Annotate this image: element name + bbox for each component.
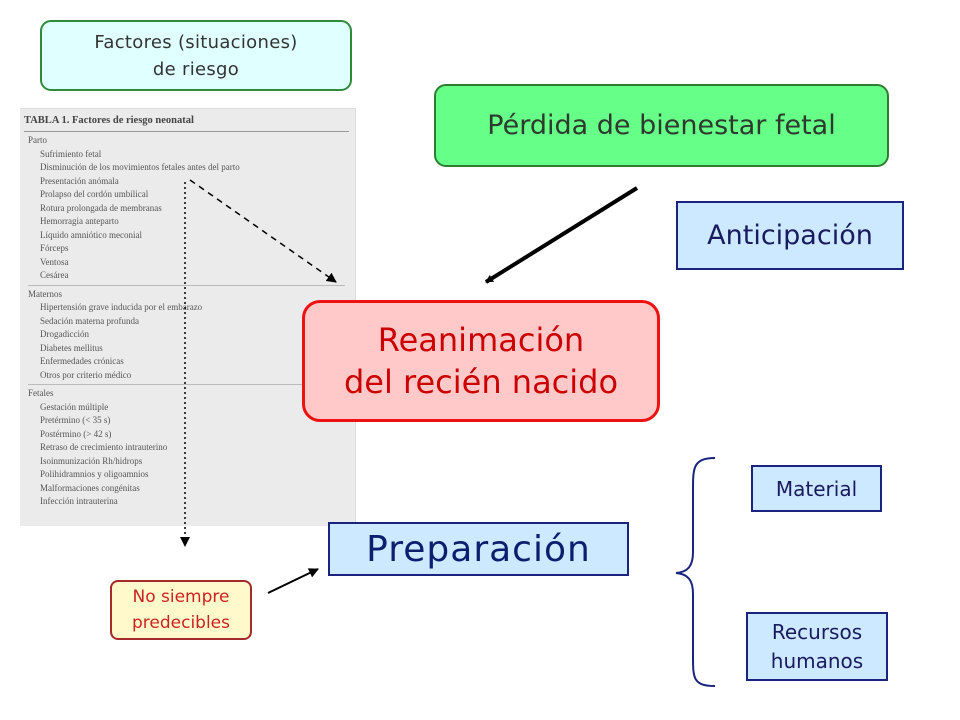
anticipacion-label: Anticipación xyxy=(707,220,873,251)
reanimacion-line-1: Reanimación xyxy=(377,321,585,359)
anticipacion-box: Anticipación xyxy=(676,201,904,270)
table-item: Infección intrauterina xyxy=(40,496,118,506)
table-item: Postérmino (> 42 s) xyxy=(40,428,112,439)
table-item: Hipertensión grave inducida por el embar… xyxy=(40,302,203,312)
table-item: Sufrimiento fetal xyxy=(40,148,102,159)
table-rule xyxy=(24,131,349,132)
preparacion-box: Preparación xyxy=(328,522,629,576)
table-item: Otros por criterio médico xyxy=(40,369,132,380)
table-divider xyxy=(28,384,345,385)
recursos-humanos-box: Recursos humanos xyxy=(746,612,888,681)
table-item: Gestación múltiple xyxy=(40,401,109,412)
material-box: Material xyxy=(751,465,882,512)
preparacion-label: Preparación xyxy=(366,528,591,570)
curly-brace xyxy=(675,457,716,687)
risk-factors-table: TABLA 1. Factores de riesgo neonatal Par… xyxy=(20,108,356,526)
table-item: Cesárea xyxy=(40,270,69,280)
table-item: Fórceps xyxy=(40,243,69,253)
table-section-parto: Parto xyxy=(28,135,47,145)
perdida-label: Pérdida de bienestar fetal xyxy=(487,110,836,141)
reanimacion-box: Reanimación del recién nacido xyxy=(302,300,660,422)
table-item: Drogadicción xyxy=(40,329,89,339)
table-item: Prolapso del cordón umbilical xyxy=(40,189,149,199)
table-section-fetales: Fetales xyxy=(28,388,54,398)
table-item: Hemorragia anteparto xyxy=(40,216,119,226)
maternos-items: Hipertensión grave inducida por el embar… xyxy=(24,301,355,382)
no-siempre-predecibles-box: No siempre predecibles xyxy=(110,580,252,640)
dashed-arrow-table-to-reanimacion xyxy=(189,179,337,283)
reanimacion-line-2: del recién nacido xyxy=(343,363,619,401)
table-divider xyxy=(28,284,345,286)
recursos-line-2: humanos xyxy=(770,648,864,673)
table-item: Líquido amniótico meconial xyxy=(40,229,142,240)
table-item: Sedación materna profunda xyxy=(40,315,139,326)
table-item: Diabetes mellitus xyxy=(40,342,103,353)
factores-line-2: de riesgo xyxy=(152,58,240,80)
table-item: Presentación anómala xyxy=(40,175,119,186)
table-item: Retraso de crecimiento intrauterino xyxy=(40,442,168,452)
table-item: Rotura prolongada de membranas xyxy=(40,202,162,213)
factores-riesgo-box: Factores (situaciones) de riesgo xyxy=(40,20,352,91)
table-item: Enfermedades crónicas xyxy=(40,356,124,366)
table-section-maternos: Maternos xyxy=(28,288,62,299)
table-item: Ventosa xyxy=(40,256,69,267)
material-label: Material xyxy=(775,476,858,501)
table-title: TABLA 1. Factores de riesgo neonatal xyxy=(24,115,194,126)
table-item: Isoinmunización Rh/hidrops xyxy=(40,455,143,466)
recursos-line-1: Recursos xyxy=(771,619,863,644)
arrow-no-siempre-to-preparacion xyxy=(267,568,319,594)
no-siempre-line-2: predecibles xyxy=(131,613,230,633)
table-item: Polihidramnios y oligoamnios xyxy=(40,469,149,479)
no-siempre-line-1: No siempre xyxy=(132,587,230,607)
arrow-perdida-to-reanimacion xyxy=(484,186,639,284)
table-item: Pretérmino (< 35 s) xyxy=(40,415,111,425)
perdida-bienestar-box: Pérdida de bienestar fetal xyxy=(434,84,889,167)
factores-line-1: Factores (situaciones) xyxy=(94,31,298,53)
table-item: Malformaciones congénitas xyxy=(40,482,140,493)
table-item: Disminución de los movimientos fetales a… xyxy=(40,162,240,172)
